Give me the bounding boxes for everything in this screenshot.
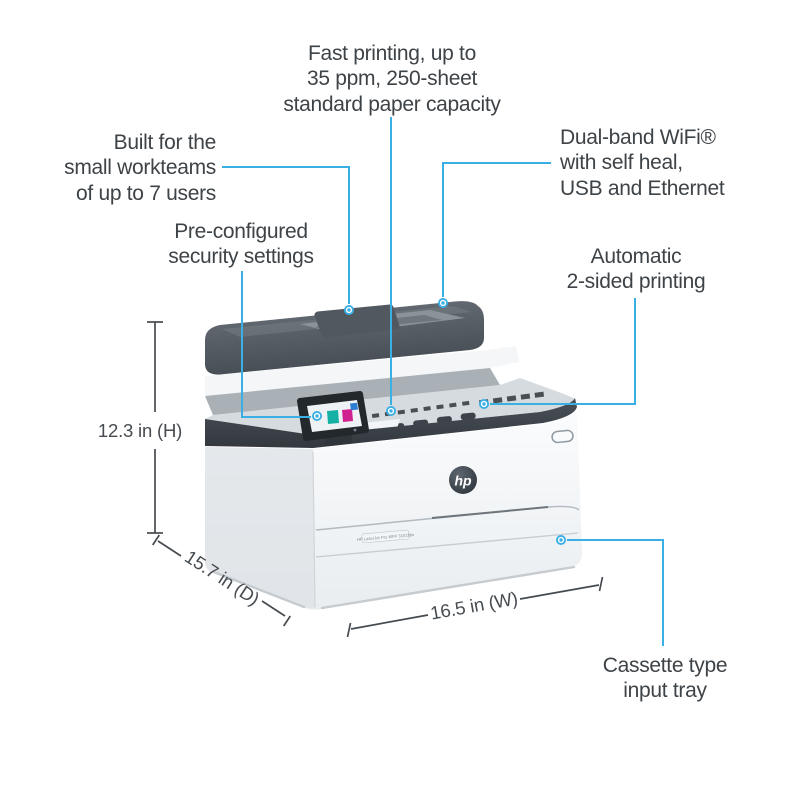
callout-cassette: Cassette type input tray — [565, 653, 765, 704]
callout-fast-printing: Fast printing, up to 35 ppm, 250-sheet s… — [232, 41, 552, 117]
scanner-band-white — [205, 346, 519, 396]
automatic-dot — [479, 399, 489, 409]
callout-line: Cassette type — [602, 654, 728, 677]
scanner-band-gray — [205, 368, 500, 415]
callout-line: 35 ppm, 250-sheet — [306, 67, 478, 91]
callout-line: 2-sided printing — [566, 270, 706, 294]
cassette-seam-accent — [431, 506, 549, 519]
printer-bottom-shadow-front — [320, 565, 576, 610]
printer-illustration: HP LaserJet Pro MFP 3101fdw hp — [205, 301, 582, 610]
callout-automatic: Automatic 2-sided printing — [536, 244, 736, 295]
model-label-text: HP LaserJet Pro MFP 3101fdw — [357, 532, 416, 542]
built-for-callout-line — [222, 166, 350, 304]
built-for-dot — [344, 305, 354, 315]
dot-core — [482, 402, 486, 406]
screen-tile-magenta — [342, 409, 353, 422]
callout-line: small workteams — [64, 156, 216, 180]
printer-bottom-shadow-left — [212, 570, 306, 609]
adf-feed-arm — [314, 304, 400, 338]
hp-logo-letters: hp — [454, 473, 472, 489]
callout-line: Pre-configured — [174, 220, 308, 243]
callout-line: USB and Ethernet — [560, 176, 725, 200]
callout-preconfigured: Pre-configured security settings — [141, 219, 341, 270]
preconfigured-dot — [312, 411, 322, 421]
output-ridge-row-2 — [478, 391, 548, 406]
callout-lines — [222, 117, 664, 646]
callout-built-for: Built for the small workteams of up to 7… — [56, 130, 216, 206]
output-pad-4 — [460, 412, 476, 421]
model-label: HP LaserJet Pro MFP 3101fdw — [357, 529, 416, 544]
dot-core — [315, 414, 319, 418]
callout-line: input tray — [623, 679, 707, 703]
callout-dual-band: Dual-band WiFi® with self heal, USB and … — [560, 125, 730, 201]
screen-tile-teal — [327, 410, 339, 424]
printer-body-left-face — [205, 447, 315, 608]
printer-front-left-crease — [312, 451, 316, 608]
hp-logo-disc — [449, 466, 477, 494]
hp-logo: hp — [449, 466, 477, 494]
callout-line: security settings — [168, 245, 314, 269]
preconfigured-callout-line — [241, 271, 311, 418]
automatic-callout-line — [490, 298, 636, 405]
dot-core — [347, 308, 351, 312]
dot-core — [389, 409, 393, 413]
callout-line: Automatic — [590, 245, 682, 268]
depth-line-lower — [261, 600, 286, 617]
dot-core — [559, 538, 563, 542]
dual-band-dot — [438, 298, 448, 308]
height-label: 12.3 in (H) — [98, 420, 182, 441]
callout-line: with self heal, — [560, 151, 683, 175]
model-label-pill — [361, 529, 410, 544]
width-label: 16.5 in (W) — [429, 587, 520, 623]
deck-front-band — [205, 398, 577, 448]
front-latch-oval — [551, 429, 574, 444]
fast-printing-dot — [386, 406, 396, 416]
depth-tick-far — [282, 615, 292, 627]
control-panel — [297, 391, 369, 446]
callout-line: of up to 7 users — [76, 181, 216, 205]
cassette-seam-upper — [315, 505, 580, 531]
panel-power-dot — [353, 428, 357, 432]
screen-tile-blue — [350, 402, 358, 411]
width-line-left — [350, 614, 429, 630]
dual-band-callout-line — [442, 162, 551, 297]
cassette-dot — [556, 535, 566, 545]
dot-core — [441, 301, 445, 305]
callout-line: Dual-band WiFi® — [560, 126, 716, 149]
width-line-right — [519, 584, 600, 600]
depth-line-upper — [157, 540, 182, 557]
callout-line: Built for the — [113, 131, 217, 154]
cassette-seam-lower — [315, 532, 579, 558]
callout-line: Fast printing, up to — [308, 42, 476, 65]
height-dimension: 12.3 in (H) — [98, 321, 182, 534]
width-tick-left — [346, 622, 352, 638]
width-tick-right — [598, 576, 604, 592]
callout-line: standard paper capacity — [283, 92, 501, 116]
cassette-callout-line — [567, 539, 664, 646]
depth-tick-near — [151, 534, 161, 546]
